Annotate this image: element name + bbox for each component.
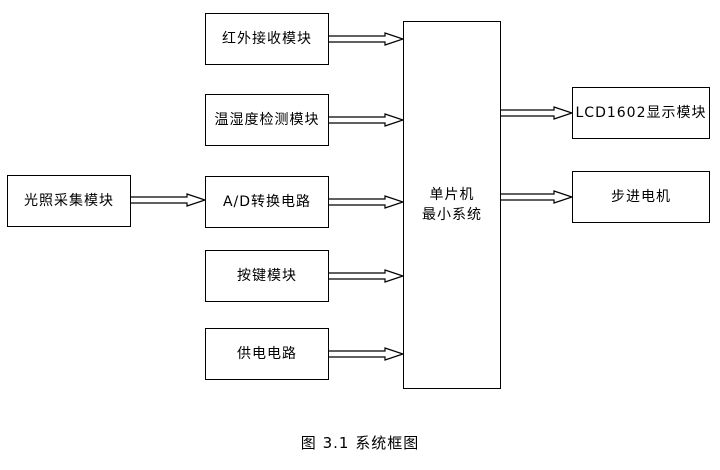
- keypad-module: 按键模块: [205, 250, 329, 302]
- infrared-receiver-module: 红外接收模块: [205, 13, 329, 65]
- temp-humidity-module: 温湿度检测模块: [205, 94, 329, 146]
- lcd1602-display-module-label: LCD1602显示模块: [575, 105, 707, 121]
- mcu-label-line1: 单片机: [429, 187, 475, 203]
- arrow-mcu-to-stepper: [501, 190, 574, 204]
- infrared-receiver-module-label: 红外接收模块: [222, 31, 312, 47]
- arrow-infrared-to-mcu: [329, 32, 405, 46]
- light-sensor-module-label: 光照采集模块: [24, 193, 114, 209]
- figure-caption: 图 3.1 系统框图: [300, 434, 420, 452]
- ad-converter-circuit-label: A/D转换电路: [222, 194, 312, 210]
- stepper-motor: 步进电机: [572, 171, 710, 223]
- power-supply-circuit: 供电电路: [205, 328, 329, 380]
- arrow-power-to-mcu: [329, 347, 405, 361]
- stepper-motor-label: 步进电机: [611, 189, 671, 205]
- lcd1602-display-module: LCD1602显示模块: [572, 87, 710, 139]
- mcu-label-line2: 最小系统: [422, 207, 482, 223]
- ad-converter-circuit: A/D转换电路: [205, 176, 329, 228]
- temp-humidity-module-label: 温湿度检测模块: [214, 112, 320, 128]
- arrow-ad-to-mcu: [329, 195, 405, 209]
- arrow-mcu-to-lcd: [501, 106, 574, 120]
- power-supply-circuit-label: 供电电路: [237, 346, 297, 362]
- light-sensor-module: 光照采集模块: [7, 175, 131, 227]
- arrow-light-to-ad: [131, 193, 207, 207]
- mcu-minimum-system: 单片机 最小系统: [403, 21, 501, 389]
- keypad-module-label: 按键模块: [237, 268, 297, 284]
- arrow-temp-humidity-to-mcu: [329, 113, 405, 127]
- arrow-keypad-to-mcu: [329, 269, 405, 283]
